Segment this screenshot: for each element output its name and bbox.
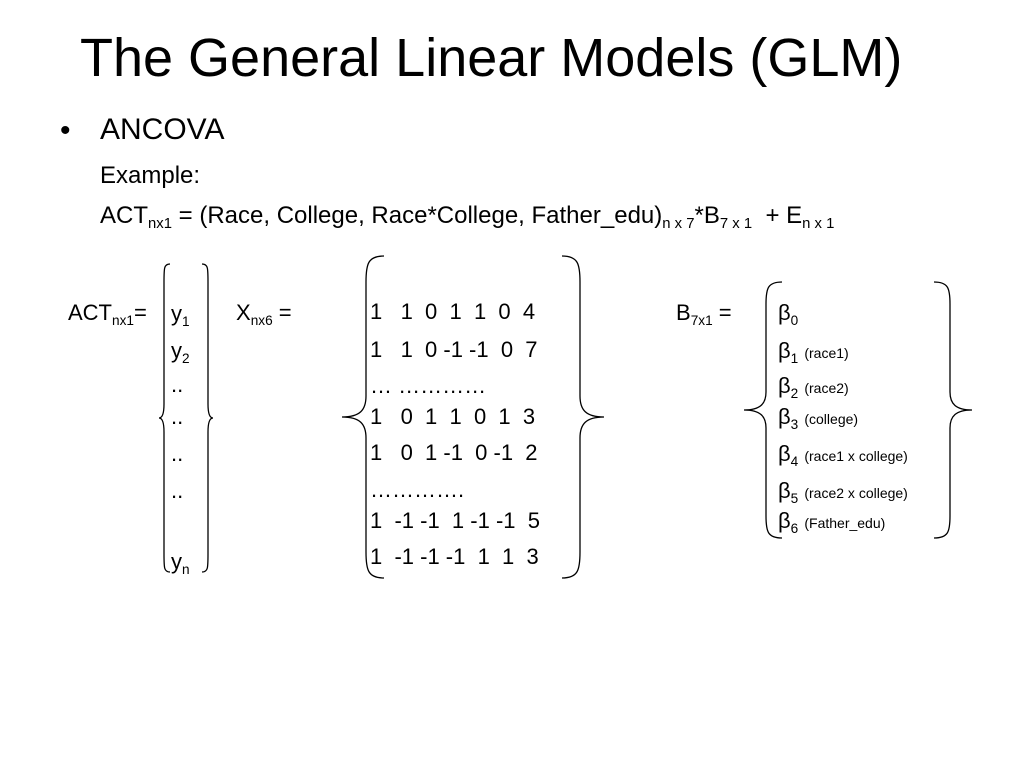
y-entry: ..	[171, 441, 183, 467]
b-entry-note: (race1 x college)	[804, 448, 908, 464]
y-vector-label-sub: nx1	[112, 312, 134, 328]
y-entry-main: y	[171, 301, 182, 326]
b-entry-sub: 0	[790, 312, 799, 328]
x-matrix-label-eq: =	[272, 300, 292, 325]
b-entry: β1 (race1)	[778, 338, 849, 366]
y-entry: yn	[171, 549, 190, 577]
y-entry: y1	[171, 301, 190, 329]
y-entry-main: y	[171, 549, 182, 574]
x-matrix-left-brace	[341, 255, 385, 579]
x-matrix-row: 1 0 1 1 0 1 3	[370, 404, 536, 429]
b-entry-main: β	[778, 338, 791, 363]
y-vector-right-brace	[201, 263, 214, 573]
x-matrix-right-brace	[561, 255, 605, 579]
y-entry-main: ..	[171, 441, 184, 466]
y-entry: ..	[171, 404, 183, 430]
y-entry: ..	[171, 372, 183, 398]
x-matrix-row: 1 -1 -1 1 -1 -1 5	[370, 508, 540, 533]
equation-lhs-sub: nx1	[148, 216, 172, 233]
x-matrix-row: … …………	[370, 373, 487, 398]
b-entry-main: β	[778, 508, 791, 533]
equation-e-sub: n x 1	[802, 216, 835, 233]
y-entry-main: ..	[171, 478, 184, 503]
equation-terms: = (Race, College, Race*College, Father_e…	[171, 202, 663, 229]
b-vector-right-brace	[933, 281, 973, 539]
y-entry-main: ..	[171, 372, 184, 397]
equation-b-sub: 7 x 1	[719, 216, 753, 233]
x-matrix-row: ………….	[370, 477, 465, 502]
b-vector-label-sub: 7x1	[690, 312, 713, 328]
b-entry-main: β	[778, 300, 791, 325]
b-entry: β4 (race1 x college)	[778, 441, 908, 469]
b-entry-note: (race1)	[804, 345, 849, 361]
x-matrix-row: 1 0 1 -1 0 -1 2	[370, 440, 538, 465]
b-entry-note: (race2 x college)	[804, 485, 908, 501]
y-entry: ..	[171, 478, 183, 504]
b-entry: β3 (college)	[778, 404, 858, 432]
b-entry-main: β	[778, 404, 791, 429]
b-entry-sub: 3	[790, 416, 799, 432]
slide-title: The General Linear Models (GLM)	[80, 28, 903, 88]
y-vector-label-main: ACT	[68, 300, 112, 325]
b-entry-main: β	[778, 478, 791, 503]
b-entry: β6 (Father_edu)	[778, 508, 885, 536]
y-vector-label-eq: =	[133, 300, 147, 325]
x-matrix-row: 1 1 0 1 1 0 4	[370, 299, 536, 324]
b-entry-note: (college)	[804, 411, 859, 427]
b-entry: β0	[778, 300, 799, 328]
y-entry-sub: n	[182, 561, 190, 577]
b-entry-note: (race2)	[804, 380, 849, 396]
x-matrix-label-sub: nx6	[250, 312, 273, 328]
y-vector-left-brace	[158, 263, 171, 573]
y-entry-sub: 2	[182, 350, 190, 366]
b-entry-sub: 4	[790, 453, 799, 469]
bullet-marker: •	[60, 114, 71, 147]
model-equation: ACTnx1 = (Race, College, Race*College, F…	[100, 202, 835, 233]
equation-lhs: ACT	[100, 202, 148, 229]
b-entry-sub: 6	[790, 520, 799, 536]
b-vector-label-main: B	[676, 300, 691, 325]
equation-x-sub: n x 7	[662, 216, 695, 233]
b-vector-left-brace	[743, 281, 783, 539]
x-matrix-label-main: X	[236, 300, 251, 325]
y-entry-main: ..	[171, 404, 184, 429]
b-entry-sub: 2	[790, 385, 799, 401]
b-entry-sub: 5	[790, 490, 799, 506]
equation-plus-e: + E	[752, 202, 803, 229]
y-vector-label: ACTnx1=	[68, 300, 147, 328]
b-entry: β5 (race2 x college)	[778, 478, 908, 506]
b-entry: β2 (race2)	[778, 373, 849, 401]
b-vector-label: B7x1 =	[676, 300, 732, 328]
y-entry-main: y	[171, 338, 182, 363]
example-label: Example:	[100, 162, 201, 189]
x-matrix-row: 1 1 0 -1 -1 0 7	[370, 337, 538, 362]
x-matrix-label: Xnx6 =	[236, 300, 292, 328]
b-entry-sub: 1	[790, 350, 799, 366]
b-entry-main: β	[778, 441, 791, 466]
bullet-heading: ANCOVA	[100, 113, 225, 146]
equation-times-b: *B	[694, 202, 720, 229]
y-entry-sub: 1	[182, 313, 190, 329]
y-entry: y2	[171, 338, 190, 366]
x-matrix-row: 1 -1 -1 -1 1 1 3	[370, 544, 539, 569]
b-entry-main: β	[778, 373, 791, 398]
b-vector-label-eq: =	[712, 300, 732, 325]
b-entry-note: (Father_edu)	[804, 515, 886, 531]
